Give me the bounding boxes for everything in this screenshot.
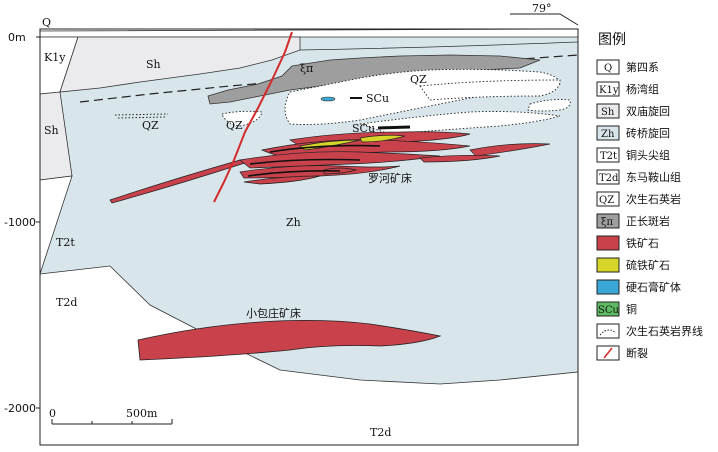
qz-left-lens-2 [117,116,166,119]
label-t2t: T2t [56,236,75,249]
legend: 图例 Q 第四系 K1y 杨湾组 Sh 双庙旋回 Zh 砖桥旋回 T2t 铜头尖… [596,32,703,361]
legend-symbol-q: Q [604,63,612,74]
iron-ore-lens-7 [419,154,501,163]
legend-item-zh: Zh 砖桥旋回 [596,125,670,141]
fault-icon [603,347,613,359]
legend-symbol-t2t: T2t [600,151,617,162]
legend-label-pyrite: 硫铁矿石 [626,258,670,272]
anhydrite-body [320,96,336,102]
legend-label-zh: 砖桥旋回 [626,126,670,140]
label-q: Q [42,16,51,29]
legend-symbol-sh: Sh [601,107,615,118]
legend-label-t2t: 铜头尖组 [626,148,670,162]
legend-item-qz: QZ 次生石英岩 [596,191,681,207]
fault-line [213,31,293,203]
legend-item-pyrite: 硫铁矿石 [596,257,670,273]
iron-ore-lens-6 [469,143,551,157]
legend-item-anhydrite: 硬石膏矿体 [596,279,681,295]
ore-divider-1 [269,144,381,153]
label-t2d-left: T2d [56,296,77,309]
legend-item-t2t: T2t 铜头尖组 [596,147,670,163]
legend-item-copper: SCu 铜 [596,301,637,317]
label-xiaobaozhuang-deposit: 小包庄矿床 [246,306,301,320]
legend-label-t2d: 东马鞍山组 [626,170,681,184]
legend-symbol-syenite: ξπ [601,217,614,228]
legend-item-qz-boundary: 次生石英岩界线 [596,323,703,339]
legend-symbol-copper: SCu [598,305,620,316]
ore-divider-2 [249,158,361,165]
legend-item-q: Q 第四系 [596,59,659,75]
label-scu-upper: SCu [366,92,389,105]
depth-label-2000: -2000 [4,402,36,415]
ore-divider-3 [247,170,341,177]
orientation-arrow-icon [510,13,579,26]
scale-end-label: 500m [126,407,158,420]
legend-symbol-zh: Zh [601,129,615,140]
label-scu-lower: SCu [352,122,375,135]
qz-band-right [419,79,561,101]
legend-label-qz: 次生石英岩 [626,192,681,206]
upper-horizon-line [299,41,579,51]
legend-label-anhydrite: 硬石膏矿体 [626,280,681,294]
qz-mid-lens [221,110,263,127]
luohe-ore-group [109,131,551,204]
scale-bar: 0 500m [49,407,173,425]
scale-start-label: 0 [49,407,56,420]
label-luohe-deposit: 罗河矿床 [368,171,412,185]
qz-lens-far-right [527,99,571,112]
depth-label-0: 0m [8,31,26,44]
label-sh-left: Sh [44,124,59,137]
legend-item-t2d: T2d 东马鞍山组 [596,169,681,185]
legend-label-copper: 铜 [626,302,637,316]
section-frame [39,28,579,446]
label-zh: Zh [286,216,301,229]
label-xi-pi: ξπ [300,62,313,75]
legend-label-iron-ore: 铁矿石 [626,237,659,250]
dotted-boundary-icon [599,329,617,336]
label-qz-mid: QZ [226,119,243,132]
legend-item-fault: 断裂 [596,345,648,361]
legend-item-sh: Sh 双庙旋回 [596,103,670,119]
legend-label-fault: 断裂 [626,346,648,360]
label-k1y: K1y [44,51,66,64]
legend-symbol-k1y: K1y [599,85,619,96]
legend-item-k1y: K1y 杨湾组 [596,81,659,97]
legend-label-syenite: 正长斑岩 [626,214,670,228]
sh-unit-top [59,36,301,93]
legend-label-sh: 双庙旋回 [626,104,670,118]
legend-label-qz-boundary: 次生石英岩界线 [626,324,703,338]
label-sh-top: Sh [146,58,161,71]
label-t2d-bottom: T2d [370,426,391,439]
iron-ore-lens-5 [243,175,321,185]
legend-label-q: 第四系 [626,60,659,74]
scu-lens-lower [377,125,411,130]
label-qz-right: QZ [410,73,427,86]
q-unit [39,28,579,38]
legend-symbol-t2d: T2d [599,173,619,184]
orientation-label: 79° [532,2,552,15]
legend-symbol-qz: QZ [599,195,614,206]
xiaobaozhuang-ore-body [137,320,442,361]
legend-item-syenite: ξπ 正长斑岩 [596,213,670,229]
legend-title: 图例 [598,32,626,48]
legend-item-iron-ore: 铁矿石 [596,235,659,251]
label-qz-left: QZ [142,119,159,132]
legend-label-k1y: 杨湾组 [626,82,659,96]
pyrite-seam-2 [359,134,406,143]
depth-label-1000: -1000 [4,216,36,229]
